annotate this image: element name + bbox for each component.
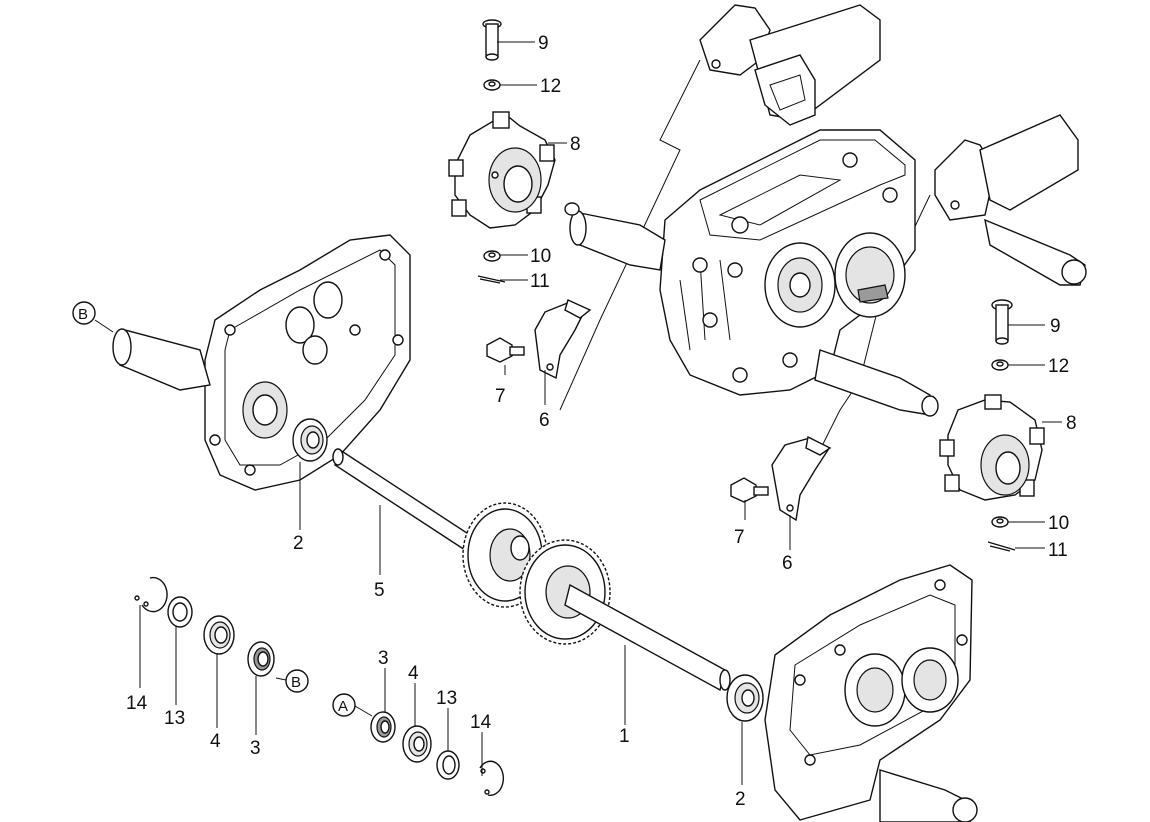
callout-labels: 9 12 8 10 11 7 6 9 12 8 10 11 7 6 2 5 1 … <box>126 33 1077 810</box>
ref-b-bottom: B <box>291 674 301 691</box>
clamp-bracket-upper <box>534 299 592 380</box>
clevis-pin-upper <box>482 19 502 61</box>
bushing-right <box>370 711 396 743</box>
clamp-bracket-lower <box>771 435 832 522</box>
sprocket-lower <box>939 394 1045 501</box>
callout-3-left: 3 <box>250 738 261 759</box>
bolt-upper <box>486 337 525 363</box>
callout-2-right: 2 <box>735 789 746 810</box>
shim-washer-left <box>167 596 193 628</box>
washer-lower-10 <box>991 516 1009 528</box>
ref-a: A <box>338 698 348 715</box>
callout-12-upper: 12 <box>540 76 561 97</box>
callout-1: 1 <box>619 726 630 747</box>
callout-9-lower: 9 <box>1050 316 1061 337</box>
callout-13-left: 13 <box>164 708 185 729</box>
snap-ring-right <box>479 760 505 796</box>
callout-7-upper: 7 <box>495 386 506 407</box>
ref-b-top: B <box>78 306 88 323</box>
snap-ring-left <box>134 576 168 613</box>
callout-13-right: 13 <box>436 688 457 709</box>
callout-4-left: 4 <box>210 731 221 752</box>
callout-11-upper: 11 <box>530 271 550 292</box>
callout-6-lower: 6 <box>782 553 793 574</box>
callout-9-upper: 9 <box>538 33 549 54</box>
oil-seal-left <box>203 615 235 655</box>
callout-2-left: 2 <box>293 533 304 554</box>
frame-bracket-right <box>934 114 1087 286</box>
callout-5: 5 <box>374 580 385 601</box>
callout-3-right: 3 <box>378 648 389 669</box>
bolt-lower <box>730 477 769 503</box>
callout-8-lower: 8 <box>1066 413 1077 434</box>
callout-10-upper: 10 <box>530 246 551 267</box>
bearing-right <box>726 674 764 722</box>
callout-14-left: 14 <box>126 693 148 714</box>
oil-seal-right <box>402 725 432 763</box>
axle-shaft-upper <box>564 202 939 417</box>
transmission-assembly <box>659 129 916 396</box>
callout-14-right: 14 <box>470 712 492 733</box>
mainshaft <box>564 583 731 692</box>
shim-washer-right <box>436 750 460 780</box>
clevis-pin-lower <box>991 299 1013 345</box>
reference-markers: B B A <box>72 301 356 717</box>
callout-7-lower: 7 <box>734 527 745 548</box>
cotter-pin-lower <box>987 541 1016 552</box>
washer-upper-10 <box>483 250 501 262</box>
callout-12-lower: 12 <box>1048 356 1069 377</box>
callout-4-right: 4 <box>408 663 419 684</box>
callout-8-upper: 8 <box>570 134 581 155</box>
gear-housing-left <box>204 234 411 491</box>
gear-housing-right <box>764 564 978 822</box>
sprocket-upper <box>448 111 556 229</box>
countershaft <box>332 448 471 552</box>
callout-6-upper: 6 <box>539 410 550 431</box>
washer-upper-12 <box>483 79 501 91</box>
spur-gear-lower <box>519 539 611 645</box>
bearing-left <box>292 418 328 462</box>
frame-bracket-top <box>699 4 881 126</box>
callout-10-lower: 10 <box>1048 513 1069 534</box>
callout-11-lower: 11 <box>1048 540 1068 561</box>
shaft-stub-left <box>112 328 211 391</box>
leader-lines <box>94 41 1062 785</box>
cotter-pin-upper <box>477 275 506 284</box>
washer-lower-12 <box>991 359 1009 371</box>
bushing-left <box>247 641 275 677</box>
